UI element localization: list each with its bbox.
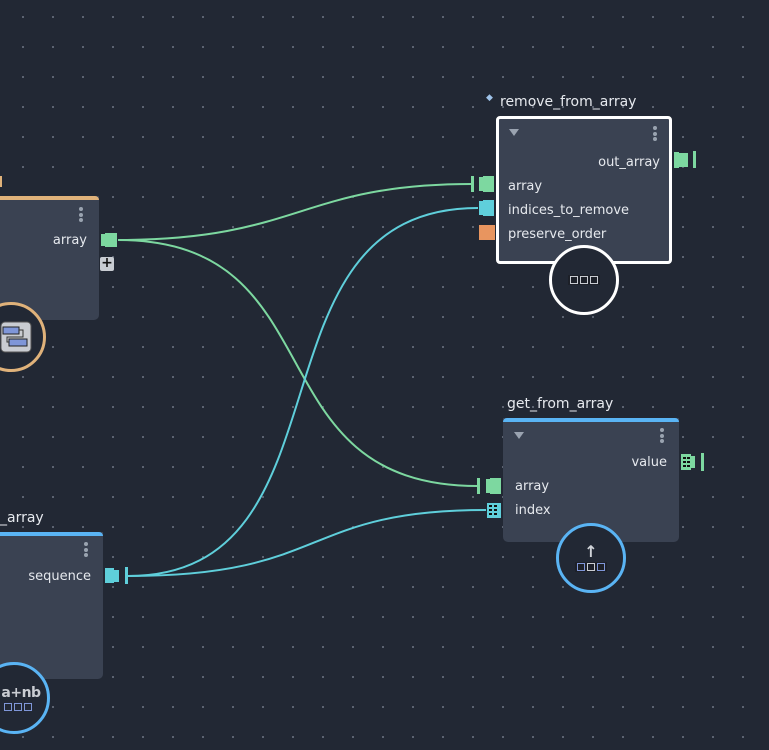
- input-port-stub: [477, 478, 480, 494]
- array-builder-icon: [0, 321, 32, 353]
- node-header-bar: [0, 196, 99, 200]
- node-header-bar: [503, 418, 679, 422]
- array-squares-icon: [568, 275, 600, 285]
- output-port-out-array[interactable]: [673, 151, 689, 168]
- output-port-array[interactable]: [100, 232, 118, 248]
- output-port-sequence[interactable]: [104, 567, 120, 584]
- node-menu-icon[interactable]: [660, 428, 664, 445]
- get-from-array-title: get_from_array: [507, 396, 614, 412]
- input-label-index: index: [515, 503, 551, 518]
- array-squares-icon: [2, 702, 34, 712]
- array-builder-node[interactable]: array: [0, 196, 99, 320]
- arrow-up-icon: ↑: [584, 541, 598, 561]
- output-label-array: array: [52, 233, 87, 248]
- get-from-array-node[interactable]: value array index: [503, 418, 679, 542]
- output-label-out-array: out_array: [598, 155, 660, 170]
- get-from-array-icon-circle[interactable]: ↑: [556, 523, 626, 593]
- title-marker-fragment: [0, 176, 2, 187]
- input-label-indices-to-remove: indices_to_remove: [508, 203, 630, 218]
- input-port-array[interactable]: [485, 477, 502, 495]
- wire-array-to-remove[interactable]: [117, 183, 473, 241]
- array-squares-icon: [575, 561, 607, 572]
- sequence-node[interactable]: sequence: [0, 532, 103, 679]
- remove-from-array-title: remove_from_array: [500, 94, 637, 110]
- remove-from-array-node[interactable]: out_array array indices_to_remove preser…: [496, 116, 672, 264]
- wire-array-to-get[interactable]: [117, 239, 479, 487]
- input-port-array[interactable]: [478, 175, 495, 193]
- sequence-node-title: _array: [0, 510, 44, 526]
- input-label-preserve-order: preserve_order: [508, 227, 607, 242]
- output-port-stub: [701, 453, 704, 471]
- input-port-stub: [471, 176, 474, 192]
- output-port-value[interactable]: [680, 453, 696, 471]
- collapse-triangle-icon[interactable]: [514, 432, 524, 439]
- output-label-sequence: sequence: [28, 569, 91, 584]
- node-menu-icon[interactable]: [84, 542, 88, 559]
- node-menu-icon[interactable]: [79, 207, 83, 224]
- node-header-bar: [0, 532, 103, 536]
- input-label-array: array: [508, 179, 543, 194]
- output-port-stub: [125, 567, 128, 584]
- wire-sequence-to-index[interactable]: [127, 509, 487, 577]
- input-port-index[interactable]: [486, 502, 502, 519]
- input-port-preserve-order[interactable]: [479, 225, 495, 240]
- input-port-indices-to-remove[interactable]: [478, 199, 495, 217]
- remove-from-array-icon-circle[interactable]: [549, 245, 619, 315]
- add-output-button[interactable]: +: [100, 255, 114, 271]
- title-marker-icon: ◆: [486, 93, 493, 103]
- node-menu-icon[interactable]: [653, 126, 657, 143]
- wire-sequence-to-indices[interactable]: [127, 207, 479, 577]
- output-port-stub: [693, 151, 696, 168]
- sequence-expression-icon: a+nb: [1, 684, 41, 701]
- output-label-value: value: [631, 455, 667, 470]
- input-label-array: array: [515, 479, 550, 494]
- collapse-triangle-icon[interactable]: [509, 129, 519, 136]
